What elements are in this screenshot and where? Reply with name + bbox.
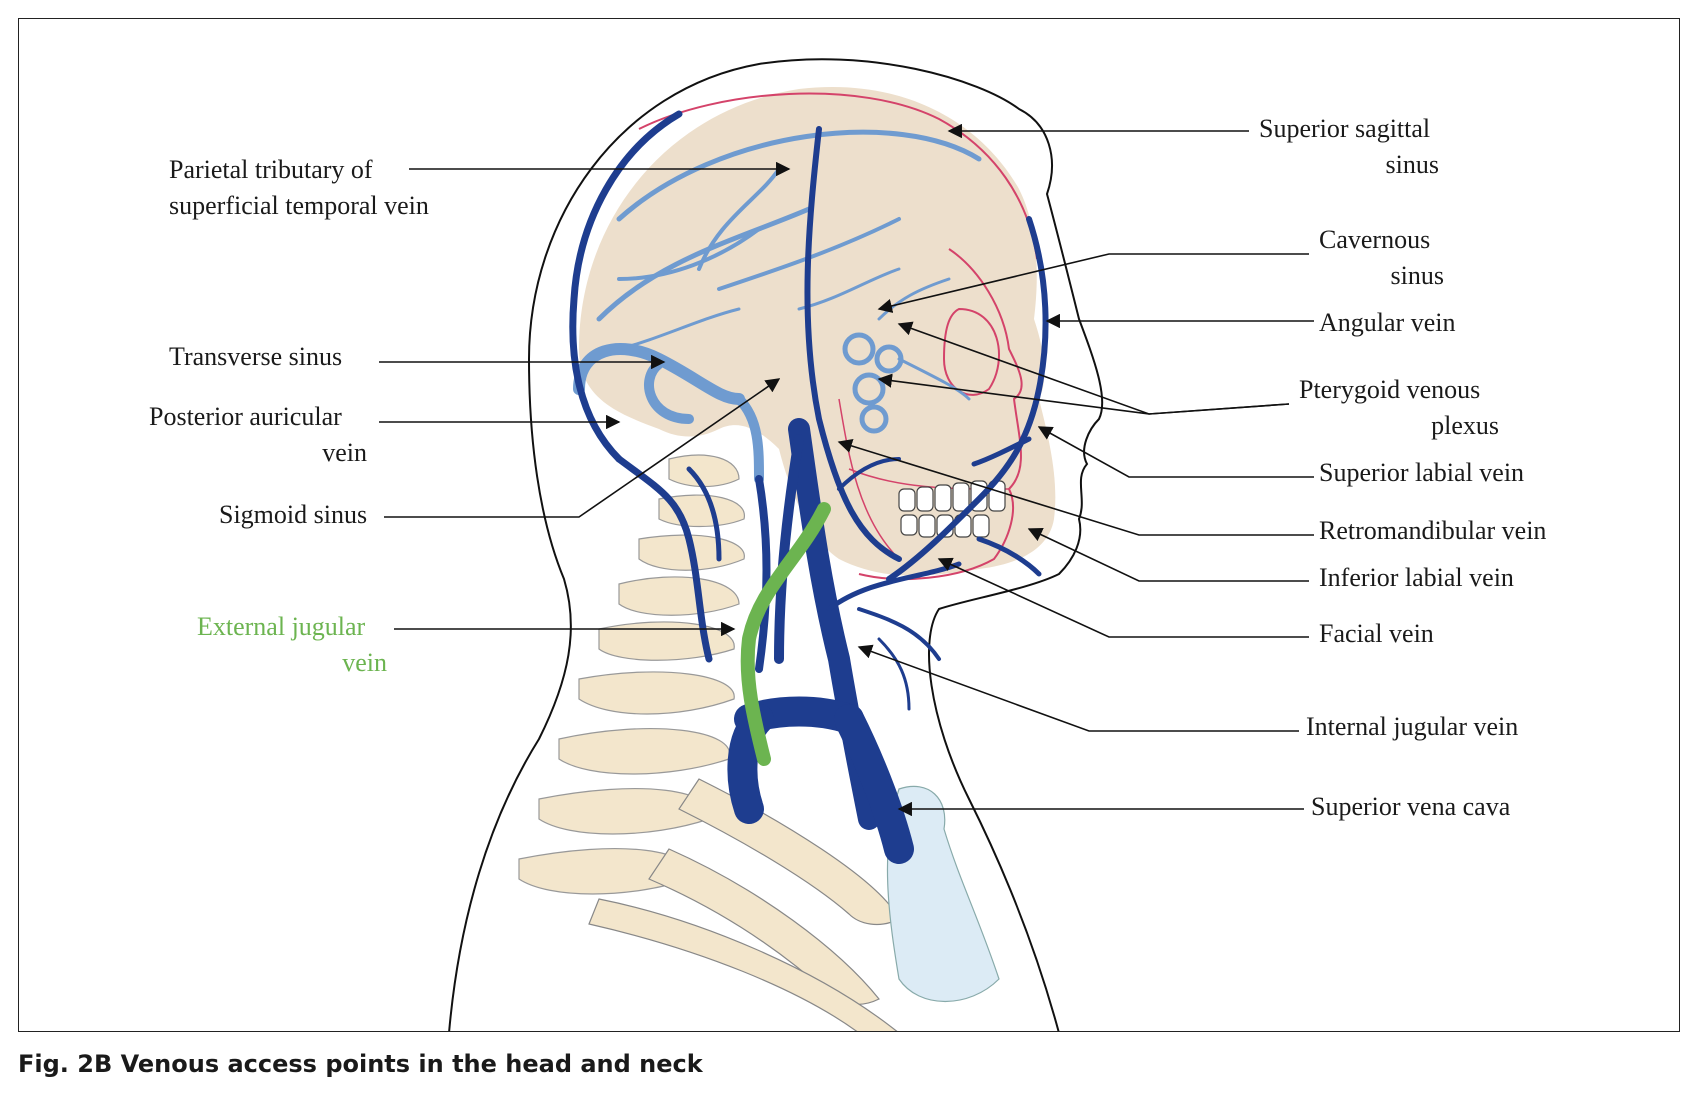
label-transverse-sinus: Transverse sinus	[169, 342, 343, 371]
label-inferior-labial-vein: Inferior labial vein	[1319, 563, 1514, 592]
orbit	[942, 307, 1000, 396]
head-neck-illustration	[379, 58, 1314, 1031]
external-jugular-vein	[740, 502, 831, 766]
cervical-spine	[518, 454, 745, 895]
label-internal-jugular-vein: Internal jugular vein	[1306, 712, 1519, 741]
label-retromandibular-vein: Retromandibular vein	[1319, 516, 1547, 545]
sternum	[886, 785, 1000, 1003]
label-superior-sagittal-sinus: Superior sagittal sinus	[1259, 114, 1439, 179]
label-external-jugular-vein: External jugular vein	[197, 612, 387, 677]
figure-caption: Fig. 2B Venous access points in the head…	[18, 1050, 703, 1078]
label-cavernous-sinus: Cavernous sinus	[1319, 225, 1444, 290]
skull	[579, 86, 1056, 576]
ribs	[588, 778, 900, 1031]
label-angular-vein: Angular vein	[1319, 308, 1456, 337]
label-superior-labial-vein: Superior labial vein	[1319, 458, 1525, 487]
figure-frame: Superior sagittal sinus Parietal tributa…	[18, 18, 1680, 1032]
skull-top-outline	[638, 92, 1038, 260]
label-pterygoid-venous-plexus: Pterygoid venous plexus	[1299, 375, 1499, 440]
face-outline	[858, 248, 1023, 580]
label-posterior-auricular-vein: Posterior auricular vein	[149, 402, 367, 467]
leader-lines	[379, 123, 1314, 817]
label-parietal-tributary: Parietal tributary of superficial tempor…	[169, 155, 429, 220]
label-superior-vena-cava: Superior vena cava	[1311, 792, 1511, 821]
label-facial-vein: Facial vein	[1319, 619, 1434, 648]
head-silhouette	[448, 58, 1104, 1031]
label-sigmoid-sinus: Sigmoid sinus	[219, 500, 368, 529]
